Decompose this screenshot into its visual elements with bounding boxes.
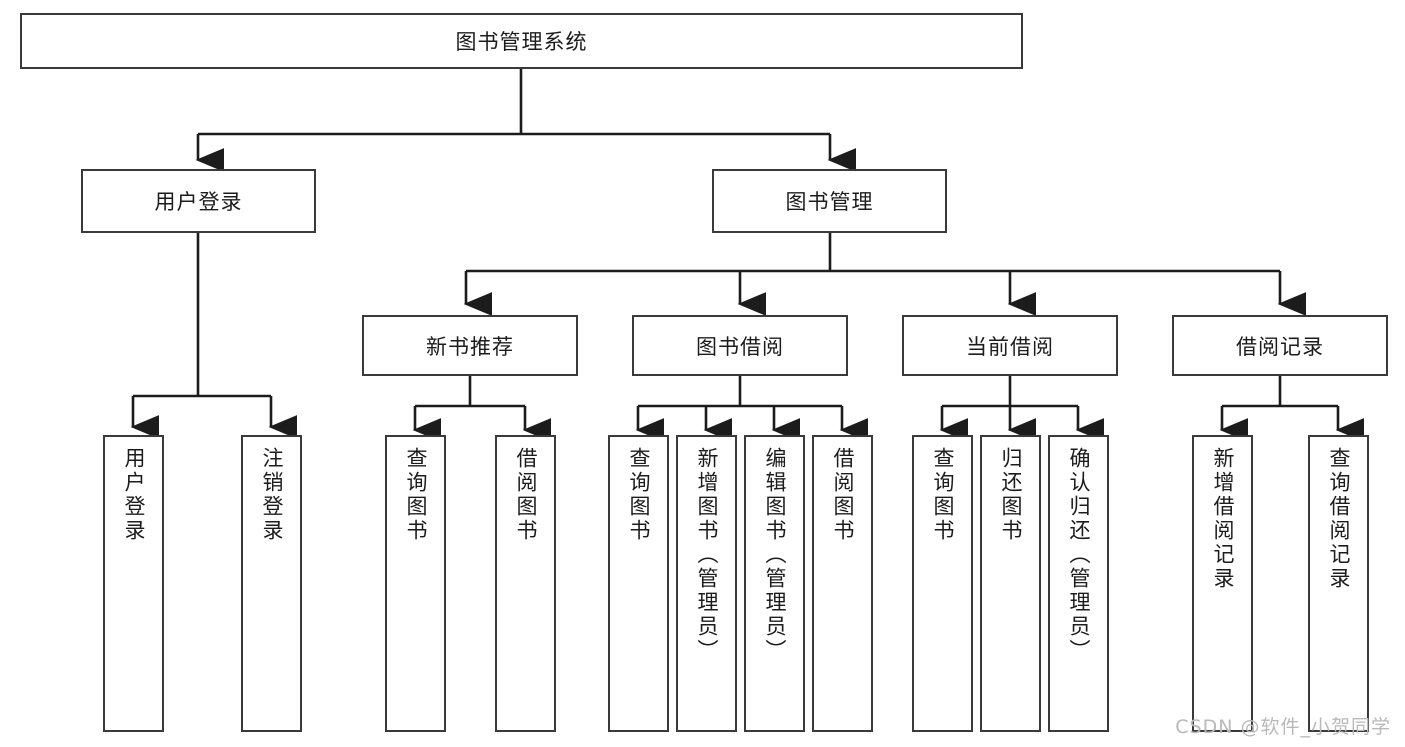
node-label: 新增图书（管理员） — [695, 447, 719, 663]
node-leaf-confirm-return[interactable]: 确认归还（管理员） — [1048, 435, 1109, 732]
node-label: 用户登录 — [154, 190, 243, 214]
node-leaf-query-record[interactable]: 查询借阅记录 — [1308, 435, 1369, 732]
node-label: 查询图书 — [627, 447, 651, 543]
node-leaf-borrow-book-2[interactable]: 借阅图书 — [812, 435, 873, 732]
node-leaf-query-book-2[interactable]: 查询图书 — [608, 435, 669, 732]
node-leaf-borrow-book-1[interactable]: 借阅图书 — [495, 435, 556, 732]
node-label: 借阅图书 — [831, 447, 855, 543]
node-leaf-logout[interactable]: 注销登录 — [241, 435, 302, 732]
node-leaf-edit-book[interactable]: 编辑图书（管理员） — [744, 435, 805, 732]
node-label: 注销登录 — [260, 447, 284, 543]
node-label: 新书推荐 — [426, 334, 514, 359]
node-label: 借阅记录 — [1236, 334, 1324, 359]
node-book-borrow[interactable]: 图书借阅 — [632, 315, 848, 376]
node-label: 图书管理 — [785, 190, 874, 214]
node-root-book-management-system[interactable]: 图书管理系统 — [20, 13, 1023, 69]
csdn-watermark: CSDN @软件_小贺同学 — [1175, 716, 1391, 738]
node-leaf-query-book-3[interactable]: 查询图书 — [912, 435, 973, 732]
node-new-book-recommend[interactable]: 新书推荐 — [362, 315, 578, 376]
node-leaf-query-book-1[interactable]: 查询图书 — [385, 435, 446, 732]
node-label: 用户登录 — [122, 447, 146, 543]
node-book-management[interactable]: 图书管理 — [712, 169, 947, 233]
node-label: 查询图书 — [404, 447, 428, 543]
node-label: 查询借阅记录 — [1327, 447, 1351, 591]
node-label: 新增借阅记录 — [1211, 447, 1235, 591]
node-label: 借阅图书 — [514, 447, 538, 543]
node-label: 编辑图书（管理员） — [763, 447, 787, 663]
node-leaf-user-login[interactable]: 用户登录 — [103, 435, 164, 732]
node-label: 图书管理系统 — [455, 30, 588, 54]
node-leaf-return-book[interactable]: 归还图书 — [980, 435, 1041, 732]
node-label: 归还图书 — [999, 447, 1023, 543]
node-leaf-add-book[interactable]: 新增图书（管理员） — [676, 435, 737, 732]
node-borrow-record[interactable]: 借阅记录 — [1172, 315, 1388, 376]
node-leaf-add-record[interactable]: 新增借阅记录 — [1192, 435, 1253, 732]
node-label: 查询图书 — [931, 447, 955, 543]
node-current-borrow[interactable]: 当前借阅 — [902, 315, 1118, 376]
node-label: 确认归还（管理员） — [1067, 447, 1091, 663]
node-label: 图书借阅 — [696, 334, 784, 359]
node-user-login[interactable]: 用户登录 — [81, 169, 316, 233]
node-label: 当前借阅 — [966, 334, 1054, 359]
